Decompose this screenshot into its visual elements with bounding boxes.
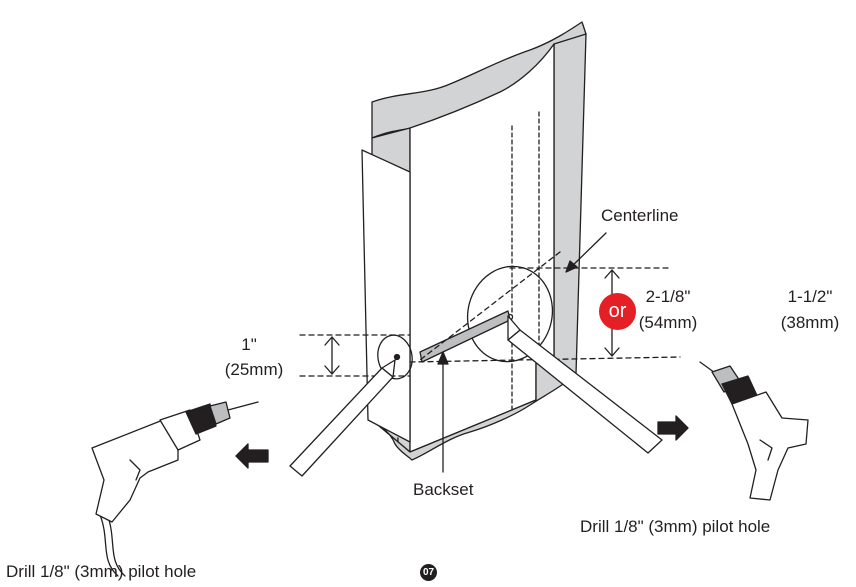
page-number: 07 <box>420 564 437 581</box>
drill-left-icon <box>91 401 259 577</box>
face-dimension-a-mm: (54mm) <box>638 313 698 332</box>
centerline-label: Centerline <box>601 206 679 225</box>
face-dimension-b-mm: (38mm) <box>780 313 840 332</box>
edge-dimension-inch: 1" <box>241 335 257 354</box>
arrow-right-icon <box>657 415 689 441</box>
face-dimension-b-inch: 1-1/2" <box>787 287 833 306</box>
drill-right-icon <box>699 361 809 501</box>
drill-right-caption: Drill 1/8" (3mm) pilot hole <box>580 517 771 536</box>
door-illustration <box>361 21 587 461</box>
pencil-icon <box>289 315 663 477</box>
edge-dimension-mm: (25mm) <box>224 360 284 379</box>
arrow-left-icon <box>235 443 269 469</box>
backset-label: Backset <box>413 480 474 499</box>
drill-left-caption: Drill 1/8" (3mm) pilot hole <box>6 562 197 581</box>
face-dimension-a-inch: 2-1/8" <box>645 287 691 306</box>
or-badge: or <box>599 293 636 330</box>
